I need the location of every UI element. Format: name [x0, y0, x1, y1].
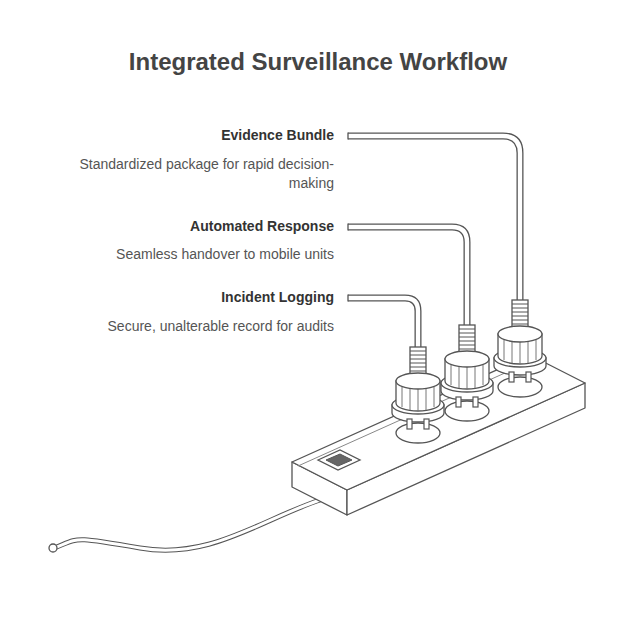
section-heading: Incident Logging [221, 289, 334, 305]
section-description: Secure, unalterable record for audits [66, 317, 334, 336]
diagram-title: Integrated Surveillance Workflow [129, 48, 507, 76]
section-heading: Evidence Bundle [221, 127, 334, 143]
section-heading: Automated Response [190, 218, 334, 234]
section-description: Seamless handover to mobile units [66, 245, 334, 264]
section-description: Standardized package for rapid decision-… [66, 155, 334, 193]
